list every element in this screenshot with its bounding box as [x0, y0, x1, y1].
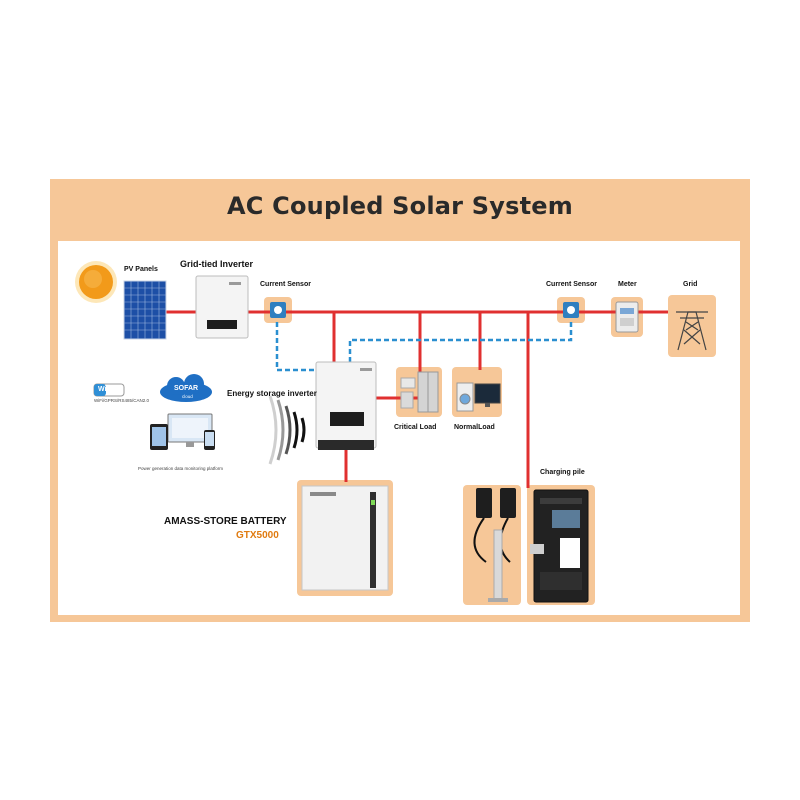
- normal-load-label: NormalLoad: [454, 424, 495, 431]
- meter-label: Meter: [618, 281, 637, 288]
- sensor-wiring: [275, 322, 573, 378]
- sun-icon: [75, 261, 117, 303]
- charging-station-icon: [530, 489, 589, 603]
- grid-tied-inverter-label: Grid-tied Inverter: [180, 259, 254, 269]
- sofar-cloud-text: cloud: [182, 394, 193, 399]
- battery-model: GTX5000: [236, 530, 279, 541]
- battery-name: AMASS-STORE BATTERY: [164, 516, 287, 527]
- grid-tied-inverter-icon: [195, 275, 249, 339]
- monitoring-platform-label: Power generation data monitoring platfor…: [138, 466, 224, 471]
- grid-tower-icon: [676, 311, 708, 351]
- wifi-logo-icon: [93, 383, 125, 397]
- sofar-logo-text: SOFAR: [174, 385, 199, 392]
- charging-pile-label: Charging pile: [540, 469, 585, 476]
- monitoring-devices-icon: [150, 413, 215, 450]
- current-sensor-left-label: Current Sensor: [260, 281, 311, 288]
- diagram-title: AC Coupled Solar System: [227, 192, 573, 220]
- wifi-logo-text: Wi Fi: [98, 386, 115, 393]
- energy-storage-inverter-icon: [315, 361, 377, 450]
- normal-load-icon: [456, 382, 501, 412]
- grid-label: Grid: [683, 281, 698, 288]
- current-sensor-right-label: Current Sensor: [546, 281, 597, 288]
- energy-storage-inverter-label: Energy storage inverter: [227, 389, 317, 398]
- pv-panels-label: PV Panels: [124, 266, 158, 273]
- critical-load-icon: [400, 371, 439, 413]
- wireless-signal-icon: [268, 395, 306, 465]
- right-sensor-line: [348, 322, 573, 378]
- current-sensor-right-icon: [563, 302, 579, 318]
- critical-load-label: Critical Load: [394, 424, 437, 431]
- sofar-cloud-icon: [160, 374, 212, 402]
- current-sensor-left-icon: [270, 302, 286, 318]
- battery-icon: [301, 485, 389, 591]
- meter-icon: [615, 301, 639, 333]
- left-sensor-line: [275, 322, 318, 372]
- pv-panel-icon: [123, 280, 167, 340]
- wall-charger-icon: [473, 488, 516, 602]
- wifi-caption: WiFi/GPRS/RS485/CAN2.0: [94, 398, 150, 403]
